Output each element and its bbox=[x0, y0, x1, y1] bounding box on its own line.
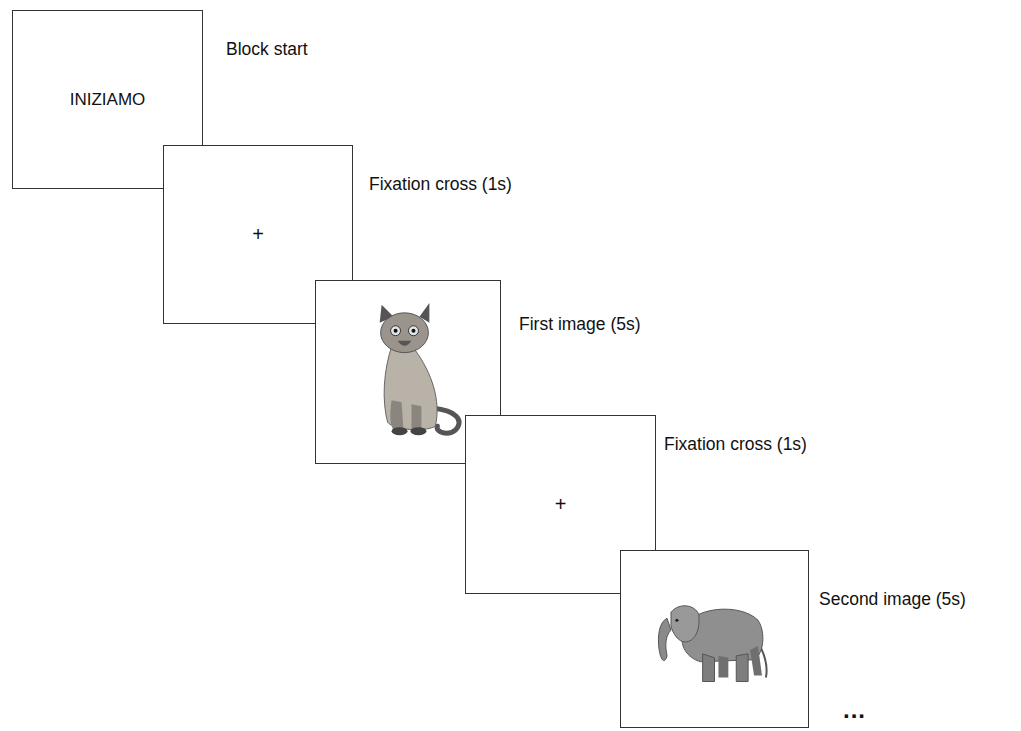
screen-label: Second image (5s) bbox=[819, 589, 966, 610]
elephant-illustration bbox=[621, 551, 808, 727]
screen-label: Block start bbox=[226, 39, 308, 60]
screen-label: First image (5s) bbox=[519, 314, 641, 335]
fixation-cross: + bbox=[555, 493, 567, 516]
screen-label: Fixation cross (1s) bbox=[664, 434, 807, 455]
stimulus-screen: Second image (5s) bbox=[620, 550, 809, 728]
continuation-dots: ... bbox=[843, 696, 866, 724]
screen-text: INIZIAMO bbox=[70, 90, 146, 110]
fixation-cross: + bbox=[252, 223, 264, 246]
screen-label: Fixation cross (1s) bbox=[369, 174, 512, 195]
